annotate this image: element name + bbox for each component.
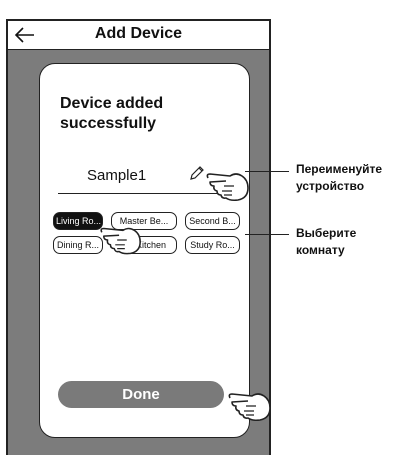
rename-callout-line-2: устройство <box>296 179 365 193</box>
header: Add Device <box>8 21 269 50</box>
pointing-hand-icon <box>206 173 249 202</box>
room-callout-line-2: комнату <box>296 243 345 257</box>
room-second-bedroom[interactable]: Second B... <box>185 212 240 230</box>
pointing-hand-icon <box>100 227 141 255</box>
add-device-card: Device added successfully Sample1 Living… <box>39 63 250 438</box>
done-button[interactable]: Done <box>58 381 224 408</box>
rename-callout-line <box>245 171 289 172</box>
page-title: Add Device <box>94 25 183 42</box>
room-dining-room[interactable]: Dining R... <box>53 236 103 254</box>
room-callout: Выберите комнату <box>296 225 356 259</box>
room-study-room[interactable]: Study Ro... <box>185 236 240 254</box>
pencil-icon[interactable] <box>188 164 206 182</box>
rename-callout-line-1: Переименуйте <box>296 162 383 176</box>
back-arrow-icon[interactable] <box>12 23 38 47</box>
room-living-room[interactable]: Living Ro... <box>53 212 103 230</box>
headline-line-1: Device added <box>60 95 164 112</box>
room-master-bedroom[interactable]: Master Be... <box>111 212 177 230</box>
rename-callout: Переименуйте устройство <box>296 161 382 195</box>
room-callout-line-1: Выберите <box>296 226 357 240</box>
headline-line-2: successfully <box>60 115 157 132</box>
pointing-hand-icon <box>228 393 271 422</box>
phone-frame: Add Device Device added successfully Sam… <box>6 19 271 455</box>
room-callout-line <box>245 234 289 235</box>
name-underline <box>58 193 223 194</box>
success-headline: Device added successfully <box>60 94 163 134</box>
device-name: Sample1 <box>87 167 147 184</box>
